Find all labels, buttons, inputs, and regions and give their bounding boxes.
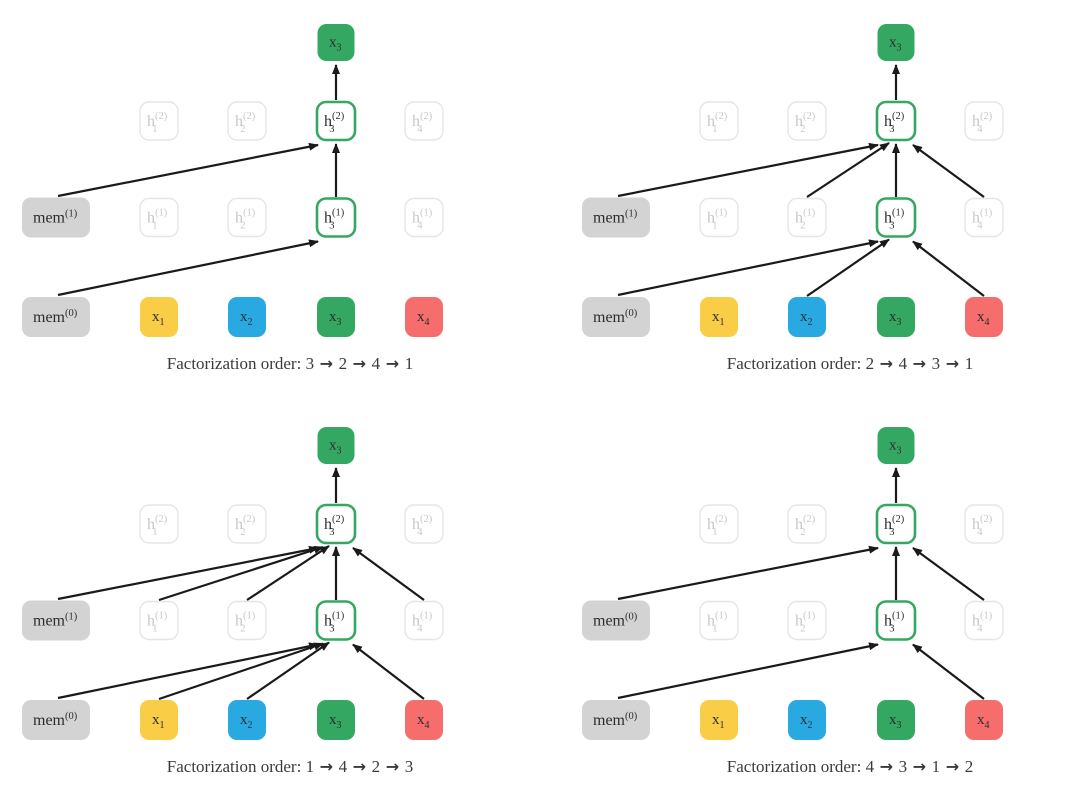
node-inactive-h4-layer1: [404, 197, 444, 238]
node-active-h3-layer2: [315, 503, 357, 545]
node-inactive-h2-layer1: [787, 197, 827, 238]
node-mem-upper: [582, 600, 650, 641]
node-active-h3-layer2: [315, 100, 357, 142]
token-x3: [317, 297, 355, 337]
token-x4: [405, 700, 443, 740]
node-inactive-h1-layer1: [139, 600, 179, 641]
attention-arrow: [57, 642, 319, 700]
attention-arrow: [352, 643, 425, 700]
node-inactive-h1-layer2: [139, 101, 179, 141]
attention-arrow: [912, 240, 985, 297]
attention-arrow: [806, 142, 890, 198]
node-active-h3-layer1: [875, 600, 917, 641]
attention-arrow: [912, 643, 985, 700]
node-inactive-h2-layer2: [227, 504, 267, 544]
attention-arrow: [352, 547, 425, 601]
token-x3: [317, 700, 355, 740]
node-inactive-h2-layer2: [787, 504, 827, 544]
attention-arrow: [617, 239, 879, 297]
node-inactive-h4-layer2: [404, 101, 444, 141]
token-x3: [877, 700, 915, 740]
node-predicted-x3: [317, 24, 355, 61]
node-active-h3-layer1: [875, 197, 917, 238]
node-mem-lower: [582, 700, 650, 740]
node-inactive-h2-layer2: [227, 101, 267, 141]
attention-arrow: [617, 642, 879, 700]
node-mem-lower: [22, 700, 90, 740]
token-x2: [228, 297, 266, 337]
attention-arrow: [912, 144, 985, 198]
node-mem-lower: [22, 297, 90, 337]
attention-arrow: [57, 239, 319, 297]
attention-arrow: [57, 142, 319, 198]
node-inactive-h1-layer1: [699, 197, 739, 238]
node-predicted-x3: [877, 427, 915, 464]
token-x2: [228, 700, 266, 740]
node-predicted-x3: [317, 427, 355, 464]
node-active-h3-layer2: [875, 503, 917, 545]
node-inactive-h1-layer2: [139, 504, 179, 544]
token-x1: [700, 297, 738, 337]
caption-top-right: Factorization order: 2 → 4 → 3 → 1: [727, 354, 973, 373]
attention-arrow: [57, 545, 319, 601]
attention-arrow: [912, 547, 985, 601]
node-inactive-h4-layer2: [964, 101, 1004, 141]
node-mem-lower: [582, 297, 650, 337]
node-inactive-h4-layer1: [404, 600, 444, 641]
attention-arrow: [617, 545, 879, 601]
node-inactive-h4-layer1: [964, 600, 1004, 641]
token-x4: [965, 700, 1003, 740]
attention-arrow: [246, 545, 330, 601]
node-active-h3-layer1: [315, 197, 357, 238]
node-inactive-h2-layer1: [787, 600, 827, 641]
node-inactive-h2-layer1: [227, 197, 267, 238]
node-inactive-h1-layer1: [699, 600, 739, 641]
node-inactive-h2-layer2: [787, 101, 827, 141]
node-mem-upper: [22, 197, 90, 238]
node-inactive-h2-layer1: [227, 600, 267, 641]
token-x2: [788, 700, 826, 740]
node-active-h3-layer2: [875, 100, 917, 142]
node-inactive-h1-layer2: [699, 504, 739, 544]
node-inactive-h4-layer2: [964, 504, 1004, 544]
token-x4: [405, 297, 443, 337]
caption-top-left: Factorization order: 3 → 2 → 4 → 1: [167, 354, 413, 373]
attention-arrow: [158, 545, 324, 602]
node-inactive-h4-layer1: [964, 197, 1004, 238]
attention-arrow: [617, 142, 879, 198]
node-predicted-x3: [877, 24, 915, 61]
node-inactive-h1-layer1: [139, 197, 179, 238]
token-x2: [788, 297, 826, 337]
attention-arrow: [806, 238, 890, 297]
token-x1: [140, 297, 178, 337]
token-x3: [877, 297, 915, 337]
node-inactive-h1-layer2: [699, 101, 739, 141]
attention-arrow: [246, 641, 330, 700]
token-x4: [965, 297, 1003, 337]
attention-arrow: [158, 642, 324, 701]
node-mem-upper: [582, 197, 650, 238]
node-active-h3-layer1: [315, 600, 357, 641]
node-inactive-h4-layer2: [404, 504, 444, 544]
token-x1: [140, 700, 178, 740]
caption-bottom-right: Factorization order: 4 → 3 → 1 → 2: [727, 757, 973, 776]
caption-bottom-left: Factorization order: 1 → 4 → 2 → 3: [167, 757, 413, 776]
node-mem-upper: [22, 600, 90, 641]
token-x1: [700, 700, 738, 740]
